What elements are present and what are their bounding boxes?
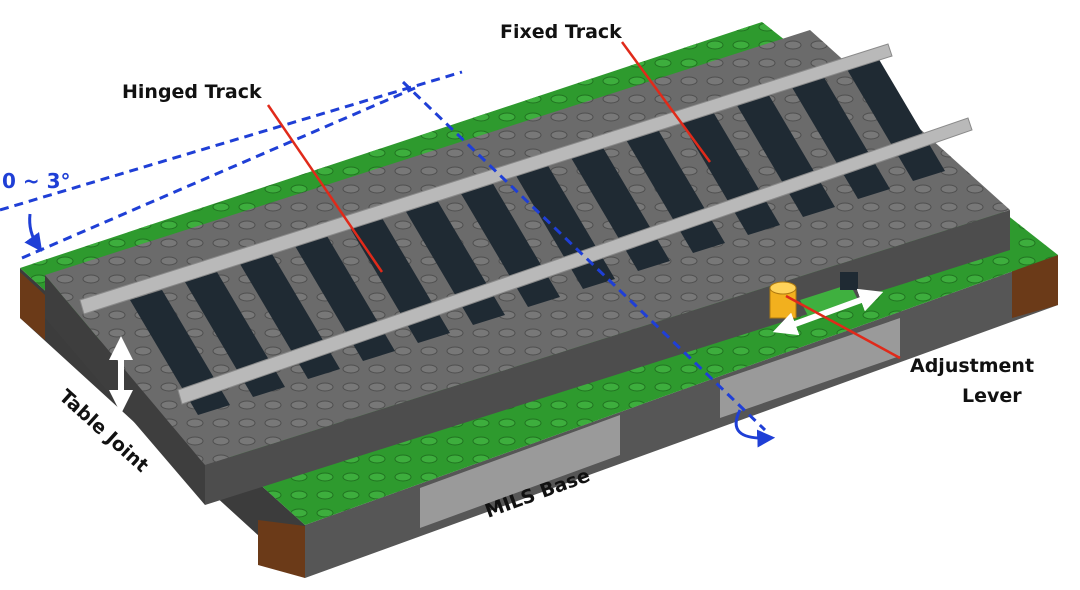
brown-corner-front [258,520,305,578]
hinge-axis [401,80,776,448]
label-fixed-track: Fixed Track [500,21,622,43]
rail-back [79,43,893,315]
label-adjustment-lever-line2: Lever [962,385,1022,407]
pointer-hinged-track [266,104,384,273]
angle-arc-arrow [24,213,43,252]
sleeper [845,56,945,181]
label-adjustment-lever-line1: Adjustment [910,355,1034,377]
angle-annotation [0,70,463,260]
brown-corner-right [1012,255,1058,318]
brown-corner-left [20,272,45,340]
double-arrow-horizontal-icon [772,288,884,336]
label-angle: 0 ~ 3° [2,169,71,193]
lever-top [769,281,797,295]
pointer-lines [266,41,901,360]
hinge-axis-line [401,80,767,432]
label-hinged-track: Hinged Track [122,81,262,103]
front-wall-panel [420,415,620,528]
angle-line-upper [0,70,463,212]
track-bed-front [205,210,1010,505]
angle-line-lower [21,86,416,260]
rails [79,43,973,405]
rotation-arrow-icon [734,409,776,448]
front-wall-panel [720,318,900,418]
pointer-adjustment-lever [785,294,901,360]
sleeper [790,74,890,199]
rail-front [177,117,973,405]
lever-block [840,272,858,290]
pointer-fixed-track [620,41,712,163]
